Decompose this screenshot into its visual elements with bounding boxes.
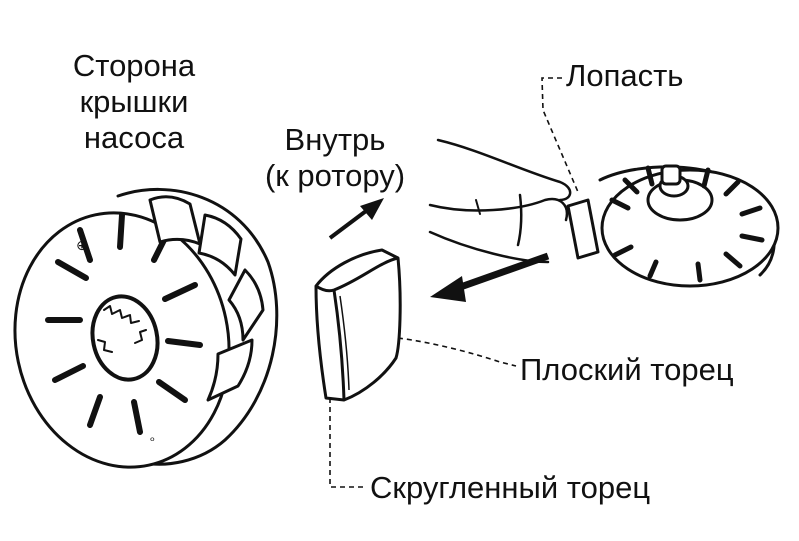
rounded-end-label: Скругленный торец xyxy=(370,470,651,505)
flat-end-label: Плоский торец xyxy=(520,352,734,387)
leader-lines xyxy=(329,77,579,488)
inward-line-2: (к ротору) xyxy=(264,158,406,193)
inward-arrow xyxy=(328,198,384,240)
svg-text:ᵒ: ᵒ xyxy=(150,434,155,448)
right-rotor-illustration xyxy=(566,164,780,288)
vane-block-illustration xyxy=(314,248,402,402)
pump-cover-side-line-2: крышки xyxy=(79,84,189,119)
left-rotor-illustration: ⊕ ᵒ xyxy=(13,188,279,469)
vane-label: Лопасть xyxy=(566,58,684,93)
pump-cover-side-line-3: насоса xyxy=(83,120,185,155)
direction-arrow xyxy=(430,252,550,302)
inward-label: Внутрь (к ротору) xyxy=(240,122,430,194)
svg-text:⊕: ⊕ xyxy=(76,238,88,254)
pump-cover-side-line-1: Сторона xyxy=(72,48,196,83)
hand-illustration xyxy=(428,138,572,264)
pump-cover-side-label: Сторона крышки насоса xyxy=(48,48,220,156)
inward-line-1: Внутрь xyxy=(284,122,386,157)
